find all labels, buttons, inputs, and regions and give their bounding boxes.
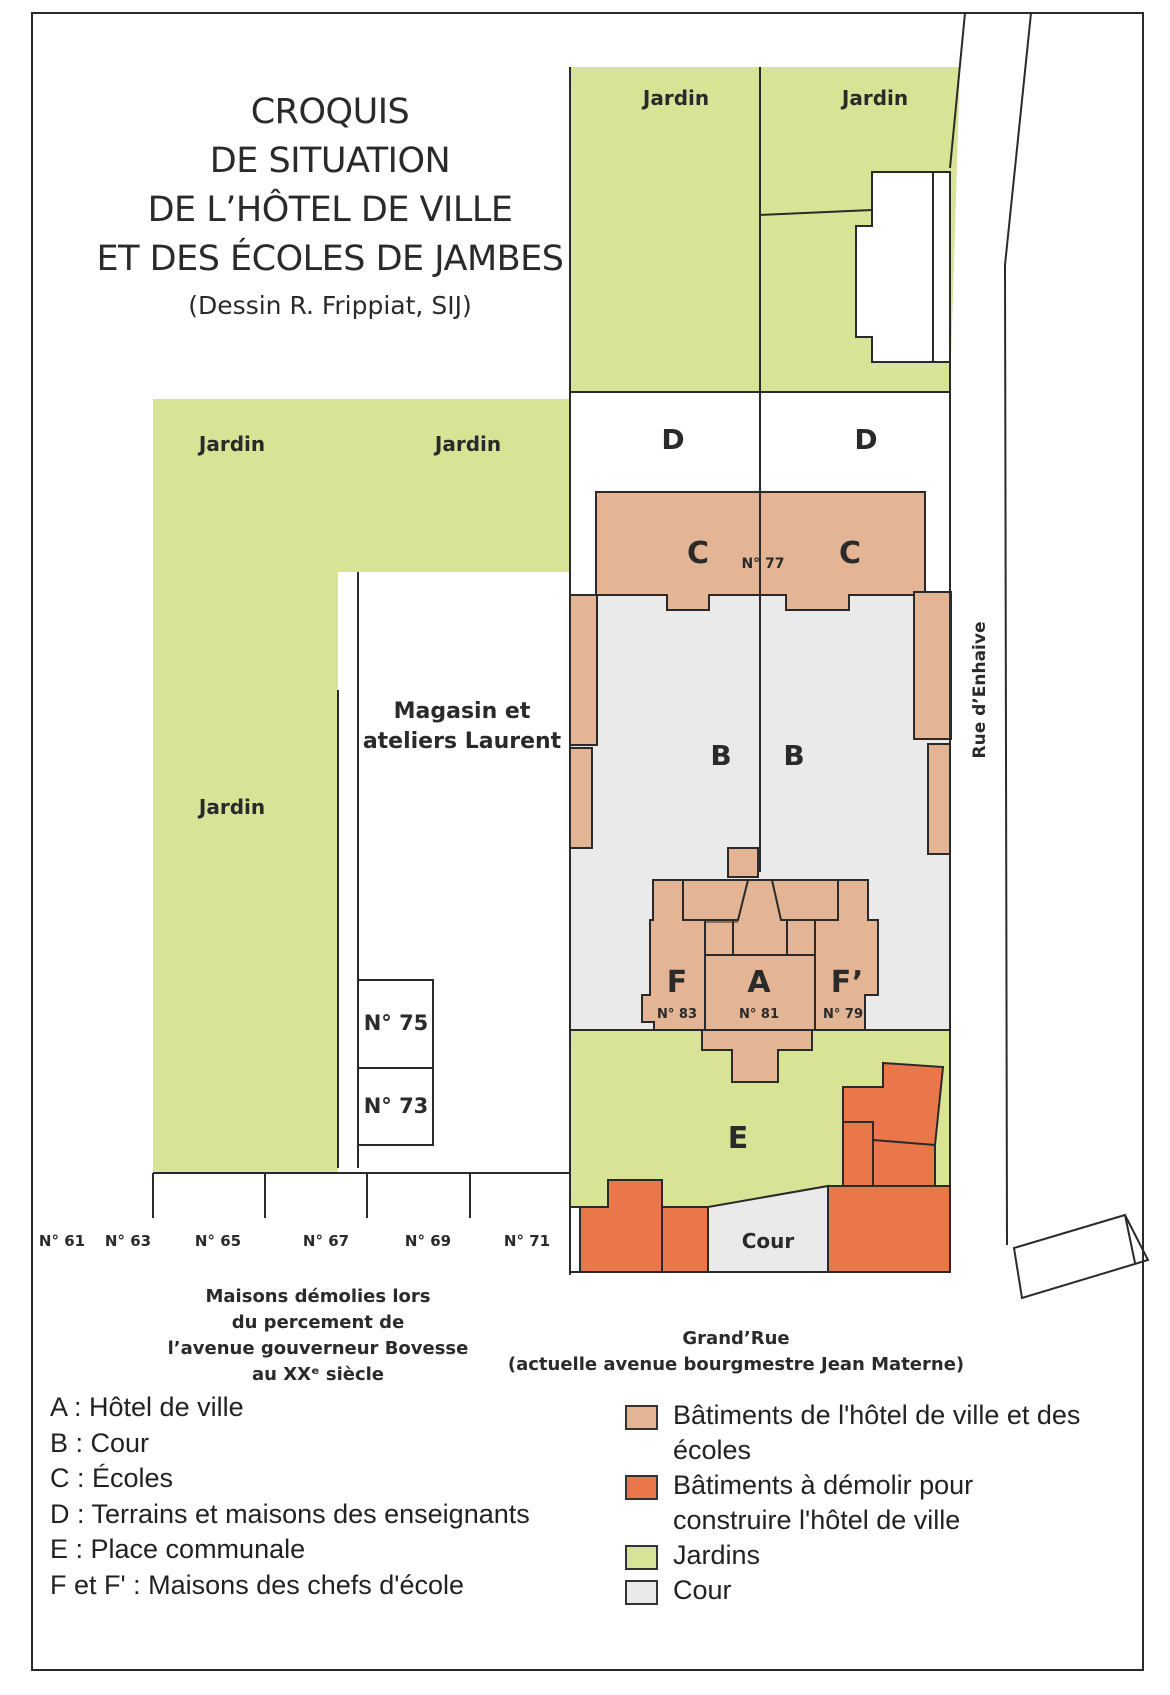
demolished-houses-note: l’avenue gouverneur Bovesse xyxy=(168,1338,469,1359)
street-number: N° 69 xyxy=(405,1232,451,1250)
label-B: B xyxy=(710,739,731,772)
legend-swatch xyxy=(625,1405,658,1430)
legend-color-label: Jardins xyxy=(673,1540,761,1570)
legend-color-item: Jardins xyxy=(625,1538,1145,1573)
label-D: D xyxy=(854,423,877,456)
label-cour: Cour xyxy=(742,1229,795,1253)
label-n75: N° 75 xyxy=(364,1011,429,1035)
label-D: D xyxy=(661,423,684,456)
corner-building xyxy=(1012,1213,1150,1300)
label-jardin: Jardin xyxy=(197,795,265,819)
legend-color-item: Cour xyxy=(625,1573,1145,1608)
house-n75 xyxy=(357,979,434,1069)
demolished-houses-note: du percement de xyxy=(232,1312,405,1333)
title-line: ET DES ÉCOLES DE JAMBES xyxy=(96,239,564,279)
legend-color-label: écoles xyxy=(673,1435,752,1465)
legend-color-item: Bâtiments de l'hôtel de ville et des éco… xyxy=(625,1398,1145,1468)
side-building xyxy=(927,743,951,855)
grand-rue-label: (actuelle avenue bourgmestre Jean Matern… xyxy=(508,1354,964,1375)
legend-letter-item: F et F' : Maisons des chefs d'école xyxy=(50,1569,464,1600)
title-credit: (Dessin R. Frippiat, SIJ) xyxy=(188,291,472,320)
street-number: N° 67 xyxy=(303,1232,349,1250)
legend-swatch xyxy=(625,1475,658,1500)
label-C: C xyxy=(839,536,861,571)
rue-enhaive-west xyxy=(949,12,966,169)
label-jardin: Jardin xyxy=(641,86,709,110)
legend-color-label: Bâtiments de l'hôtel de ville et des xyxy=(673,1400,1081,1430)
legend-letter-item: D : Terrains et maisons des enseignants xyxy=(50,1498,530,1529)
label-jardin: Jardin xyxy=(840,86,908,110)
title-line: DE SITUATION xyxy=(209,141,451,181)
hotel-de-ville xyxy=(641,879,879,1083)
label-rue-enhaive: Rue d’Enhaive xyxy=(970,622,990,759)
label-C: C xyxy=(687,536,709,571)
street-number: N° 65 xyxy=(195,1232,241,1250)
demolished-houses-note: Maisons démolies lors xyxy=(206,1286,431,1307)
title-line: DE L’HÔTEL DE VILLE xyxy=(147,190,513,230)
label-n83: N° 83 xyxy=(657,1007,697,1022)
demolish-building xyxy=(827,1185,951,1273)
legend-color-label: Cour xyxy=(673,1575,732,1605)
legend-letter-item: B : Cour xyxy=(50,1427,150,1458)
legend-swatch xyxy=(625,1545,658,1570)
label-jardin: Jardin xyxy=(433,432,501,456)
street-number: N° 61 xyxy=(39,1232,85,1250)
demolish-building xyxy=(661,1206,709,1273)
label-n79: N° 79 xyxy=(823,1007,863,1022)
legend-letters: A : Hôtel de ville B : Cour C : Écoles D… xyxy=(50,1390,610,1603)
magasin-strip xyxy=(338,690,358,1170)
house-n73 xyxy=(357,1067,434,1146)
label-magasin: ateliers Laurent xyxy=(363,729,562,754)
label-magasin: Magasin et xyxy=(394,699,531,724)
legend-colors: Bâtiments de l'hôtel de ville et des éco… xyxy=(625,1398,1145,1608)
legend-color-item: Bâtiments à démolir pour construire l'hô… xyxy=(625,1468,1145,1538)
small-building xyxy=(727,847,759,878)
demolished-houses-note: au XXᵉ siècle xyxy=(252,1364,384,1385)
legend-swatch xyxy=(625,1580,658,1605)
grand-rue-label: Grand’Rue xyxy=(682,1328,789,1349)
map-frame xyxy=(31,12,1144,1671)
label-B: B xyxy=(783,739,804,772)
label-F: F xyxy=(667,965,688,1000)
legend-letter-item: E : Place communale xyxy=(50,1534,306,1564)
label-A: A xyxy=(747,965,771,1000)
legend-letter-item: C : Écoles xyxy=(50,1463,174,1493)
legend-color-label: Bâtiments à démolir pour xyxy=(673,1470,974,1500)
legend-color-label: construire l'hôtel de ville xyxy=(673,1505,961,1535)
label-n73: N° 73 xyxy=(364,1094,429,1118)
side-building xyxy=(913,591,952,740)
title-line: CROQUIS xyxy=(250,92,410,132)
label-jardin: Jardin xyxy=(197,432,265,456)
garden-left xyxy=(153,399,570,1173)
street-number: N° 71 xyxy=(504,1232,550,1250)
label-F-prime: F’ xyxy=(831,965,863,1000)
rue-enhaive-east xyxy=(1003,12,1032,1246)
label-E: E xyxy=(728,1121,749,1156)
legend-letter-item: A : Hôtel de ville xyxy=(50,1392,244,1422)
side-building xyxy=(569,594,598,746)
side-building xyxy=(569,747,593,849)
label-n81: N° 81 xyxy=(739,1007,779,1022)
street-number: N° 63 xyxy=(105,1232,151,1250)
map-title: CROQUIS DE SITUATION DE L’HÔTEL DE VILLE… xyxy=(60,88,600,326)
label-n77: N° 77 xyxy=(741,556,784,572)
